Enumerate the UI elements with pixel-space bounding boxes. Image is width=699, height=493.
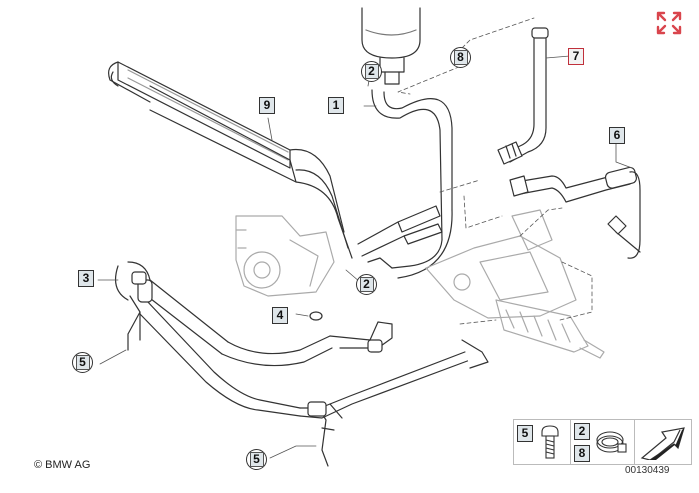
legend-label-2: 2 [574, 423, 590, 440]
copyright-notice: © BMW AG [34, 459, 91, 471]
callout-5-bracket-lower[interactable]: 5 [246, 449, 267, 470]
callout-2-reservoir-clamp[interactable]: 2 [361, 61, 382, 82]
legend-label-8: 8 [574, 445, 590, 462]
hose-clamp-icon [596, 431, 627, 453]
callout-8-hose-clamp[interactable]: 8 [450, 47, 471, 68]
hose-6-drawing [509, 166, 641, 259]
legend-label-5: 5 [517, 425, 533, 442]
callout-1-suction-hose[interactable]: 1 [328, 97, 344, 114]
expand-icon[interactable] [655, 10, 683, 36]
hose-3-drawing [115, 261, 393, 417]
parts-legend: 5 2 8 [513, 419, 692, 465]
diagram-part-number: 00130439 [625, 465, 670, 476]
callout-7-return-hose[interactable]: 7 [568, 48, 584, 65]
arrow-icon [640, 427, 685, 460]
callout-4-gasket[interactable]: 4 [272, 307, 288, 324]
callout-3-expansion-hose[interactable]: 3 [78, 270, 94, 287]
callout-6-pressure-hose[interactable]: 6 [609, 127, 625, 144]
hose-1-drawing [367, 89, 453, 279]
hose-7-drawing [497, 27, 549, 165]
cooler-drawing [108, 61, 353, 259]
return-line-drawing [299, 339, 489, 467]
callout-2-lower-clamp[interactable]: 2 [356, 274, 377, 295]
washer-drawing [309, 311, 323, 321]
bolt-icon [541, 425, 559, 459]
pump-drawing [235, 215, 335, 297]
callout-5-bracket-left[interactable]: 5 [72, 352, 93, 373]
callout-9-cooler[interactable]: 9 [259, 97, 275, 114]
steering-rack-drawing [425, 209, 605, 359]
